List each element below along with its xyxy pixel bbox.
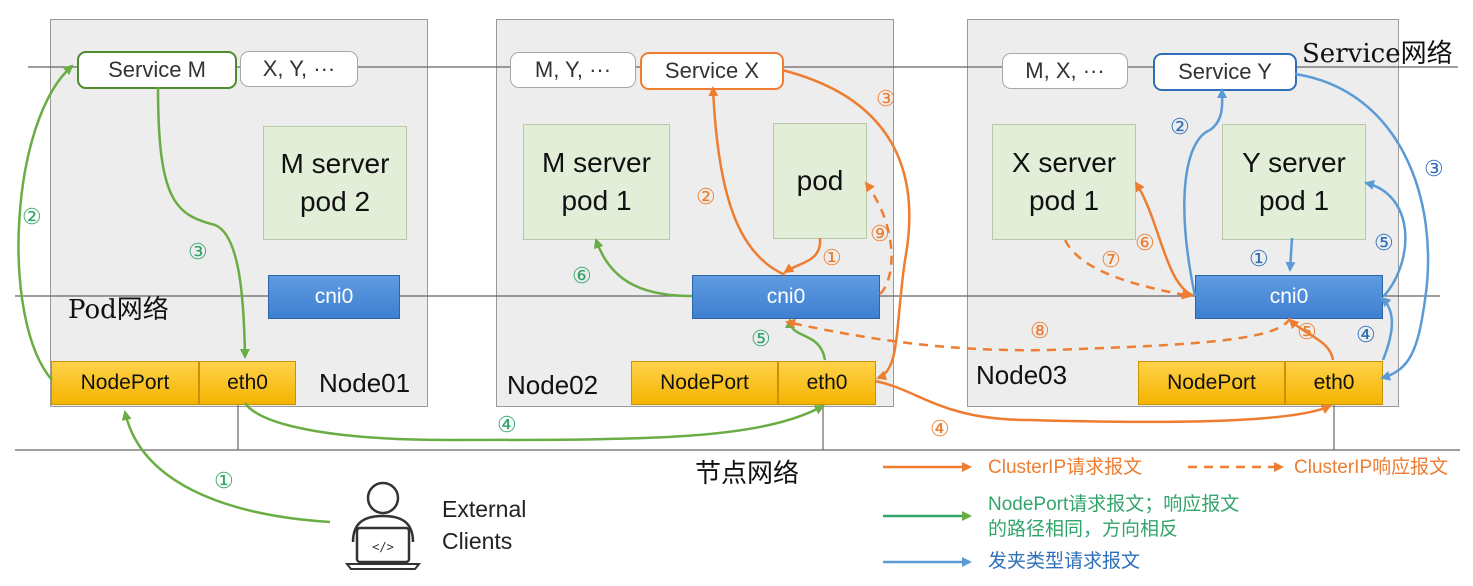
- cni0-node01: cni0: [268, 275, 400, 319]
- cni0-node03: cni0: [1195, 275, 1383, 319]
- step-blue-1: ①: [1249, 246, 1269, 271]
- service-x-node02: Service X: [640, 52, 784, 90]
- legend-clusterip-response: ClusterIP响应报文: [1294, 457, 1449, 478]
- node02-label: Node02: [507, 370, 599, 400]
- eth0-node01: eth0: [199, 361, 296, 405]
- nodeport-node03: NodePort: [1138, 361, 1285, 405]
- step-orange-4: ④: [930, 416, 950, 441]
- step-orange-2: ②: [696, 184, 716, 209]
- step-green-5: ⑤: [751, 326, 771, 351]
- pod-m-server-1: M server pod 1: [523, 124, 670, 240]
- step-blue-2: ②: [1170, 114, 1190, 139]
- service-network-label: Service网络: [1302, 39, 1453, 69]
- step-green-3: ③: [188, 239, 208, 264]
- step-blue-3: ③: [1424, 156, 1444, 181]
- step-green-2: ②: [22, 204, 42, 229]
- external-clients-label: External Clients: [442, 496, 527, 555]
- step-orange-3: ③: [876, 86, 896, 111]
- svg-text:</>: </>: [372, 540, 394, 554]
- legend-hairpin: 发夹类型请求报文: [988, 551, 1141, 572]
- service-list-node01: X, Y, ···: [240, 51, 358, 87]
- step-orange-5: ⑤: [1297, 319, 1317, 344]
- eth0-node03: eth0: [1285, 361, 1383, 405]
- step-orange-1: ①: [822, 245, 842, 270]
- step-green-1: ①: [214, 468, 234, 493]
- node-network-label: 节点网络: [695, 459, 800, 489]
- step-orange-7: ⑦: [1101, 247, 1121, 272]
- step-orange-6: ⑥: [1135, 230, 1155, 255]
- service-y-node03: Service Y: [1153, 53, 1297, 91]
- pod-x-server-1: X server pod 1: [992, 124, 1136, 240]
- step-orange-8: ⑧: [1030, 318, 1050, 343]
- step-blue-5: ⑤: [1374, 230, 1394, 255]
- nodeport-node02: NodePort: [631, 361, 778, 405]
- service-list-node03: M, X, ···: [1002, 53, 1128, 89]
- legend-clusterip-request: ClusterIP请求报文: [988, 457, 1143, 478]
- pod-client: pod: [773, 123, 867, 239]
- pod-y-server-1: Y server pod 1: [1222, 124, 1366, 240]
- node03-label: Node03: [976, 360, 1068, 390]
- legend-nodeport: NodePort请求报文；响应报文 的路径相同，方向相反: [988, 494, 1240, 540]
- nodeport-node01: NodePort: [51, 361, 199, 405]
- cni0-node02: cni0: [692, 275, 880, 319]
- service-m-node01: Service M: [77, 51, 237, 89]
- step-green-4: ④: [497, 412, 517, 437]
- developer-laptop-icon: </>: [343, 480, 423, 570]
- service-list-node02: M, Y, ···: [510, 52, 636, 88]
- step-blue-4: ④: [1356, 322, 1376, 347]
- step-green-6: ⑥: [572, 263, 592, 288]
- pod-network-label: Pod网络: [68, 295, 169, 325]
- node01-label: Node01: [319, 368, 411, 398]
- pod-m-server-2: M server pod 2: [263, 126, 407, 240]
- step-orange-9: ⑨: [870, 221, 890, 246]
- eth0-node02: eth0: [778, 361, 876, 405]
